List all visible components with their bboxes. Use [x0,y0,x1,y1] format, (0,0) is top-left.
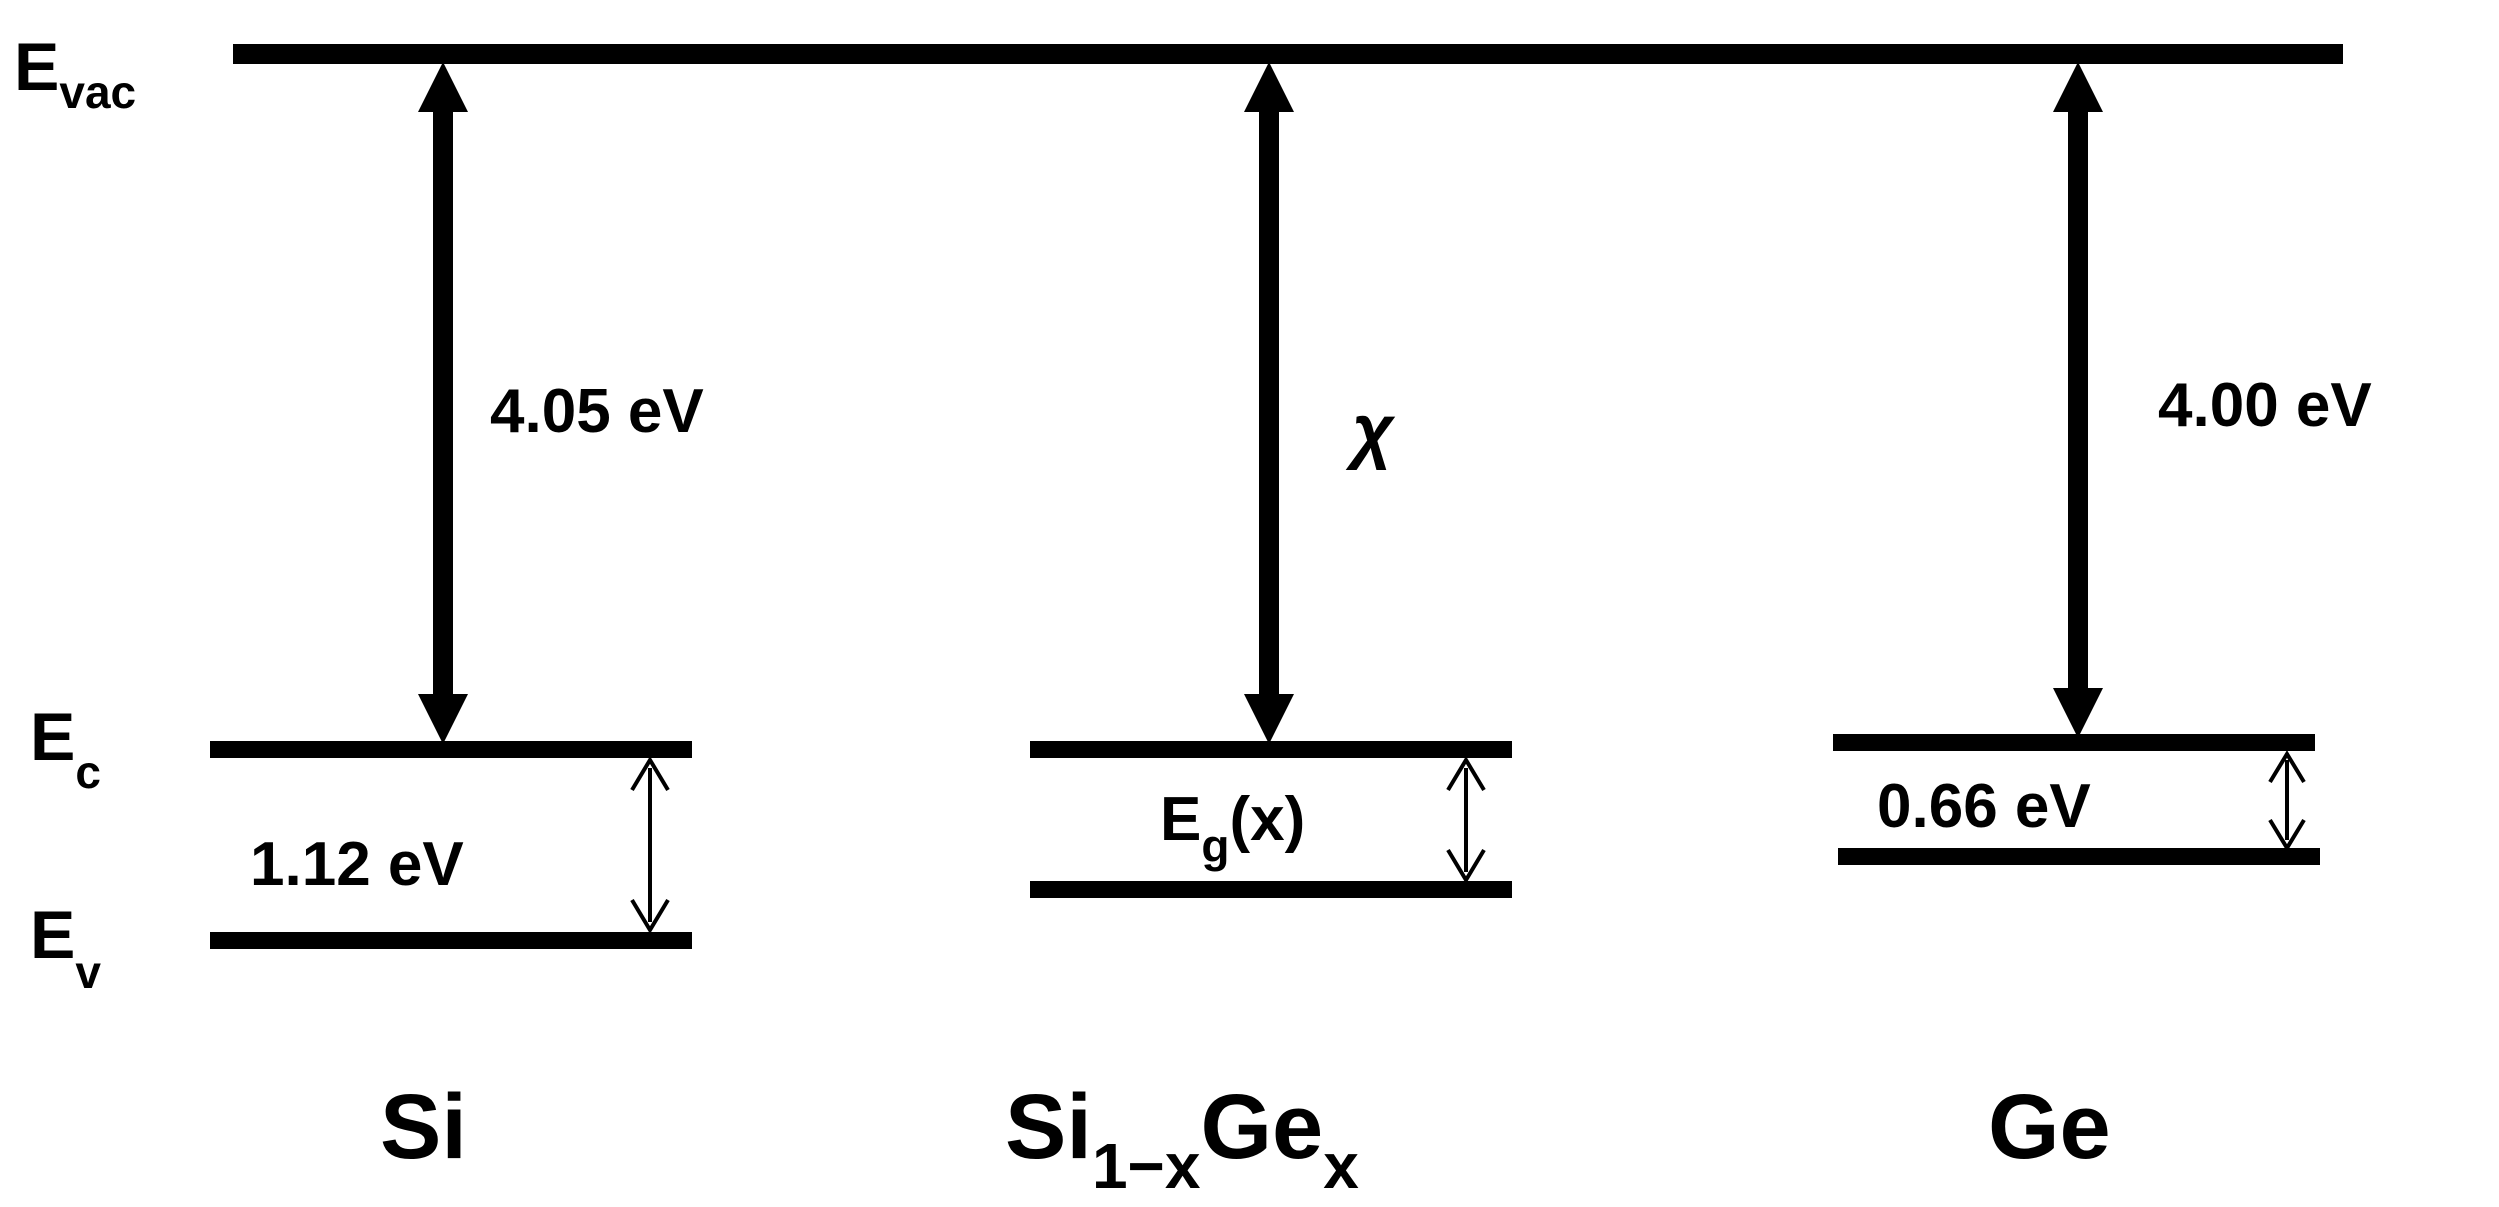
ge-affinity-label: 4.00 eV [2158,371,2372,440]
ge-column: 4.00 eV 0.66 eV Ge [1833,62,2372,1178]
sige-material-label-sub1: 1−x [1092,1130,1201,1202]
ge-bandgap-label: 0.66 eV [1877,772,2091,841]
valence-level-label-sub: v [75,946,101,998]
si-valence-band-line [210,932,692,949]
vacuum-level-label-sub: vac [59,66,136,118]
sige-material-label-ge: Ge [1201,1076,1324,1178]
si-bandgap-arrow [630,756,670,934]
si-column: 4.05 eV 1.12 eV Si [210,62,704,1178]
sige-material-label-sub2: x [1323,1130,1359,1202]
ge-material-label: Ge [1988,1076,2111,1178]
vacuum-level-line [233,44,2343,64]
valence-level-label-main: E [30,897,75,973]
si-conduction-band-line [210,741,692,758]
sige-valence-band-line [1030,881,1512,898]
ge-bandgap-arrow [2268,750,2306,852]
si-material-label: Si [380,1076,467,1178]
sige-bandgap-label-main: E [1160,785,1201,854]
ge-conduction-band-line [1833,734,2315,751]
sige-bandgap-label-sub: g [1201,820,1229,872]
sige-bandgap-arrow [1446,756,1486,884]
sige-bandgap-label-arg: (x) [1229,785,1305,854]
sige-material-label-si: Si [1005,1076,1092,1178]
si-affinity-arrow [418,62,468,744]
ge-valence-band-line [1838,848,2320,865]
vacuum-level-label: Evac [14,29,136,118]
sige-column: χ Eg(x) Si1−xGex [1005,62,1512,1202]
valence-level-label: Ev [30,897,101,998]
si-affinity-label: 4.05 eV [490,377,704,446]
conduction-level-label: Ec [30,699,101,798]
vacuum-level-label-main: E [14,29,59,105]
conduction-level-label-sub: c [75,746,101,798]
sige-affinity-arrow [1244,62,1294,744]
sige-material-label: Si1−xGex [1005,1076,1359,1202]
sige-bandgap-label: Eg(x) [1160,785,1305,872]
conduction-level-label-main: E [30,699,75,775]
ge-affinity-arrow [2053,62,2103,738]
sige-affinity-label: χ [1345,391,1396,471]
si-bandgap-label: 1.12 eV [250,830,464,899]
sige-conduction-band-line [1030,741,1512,758]
